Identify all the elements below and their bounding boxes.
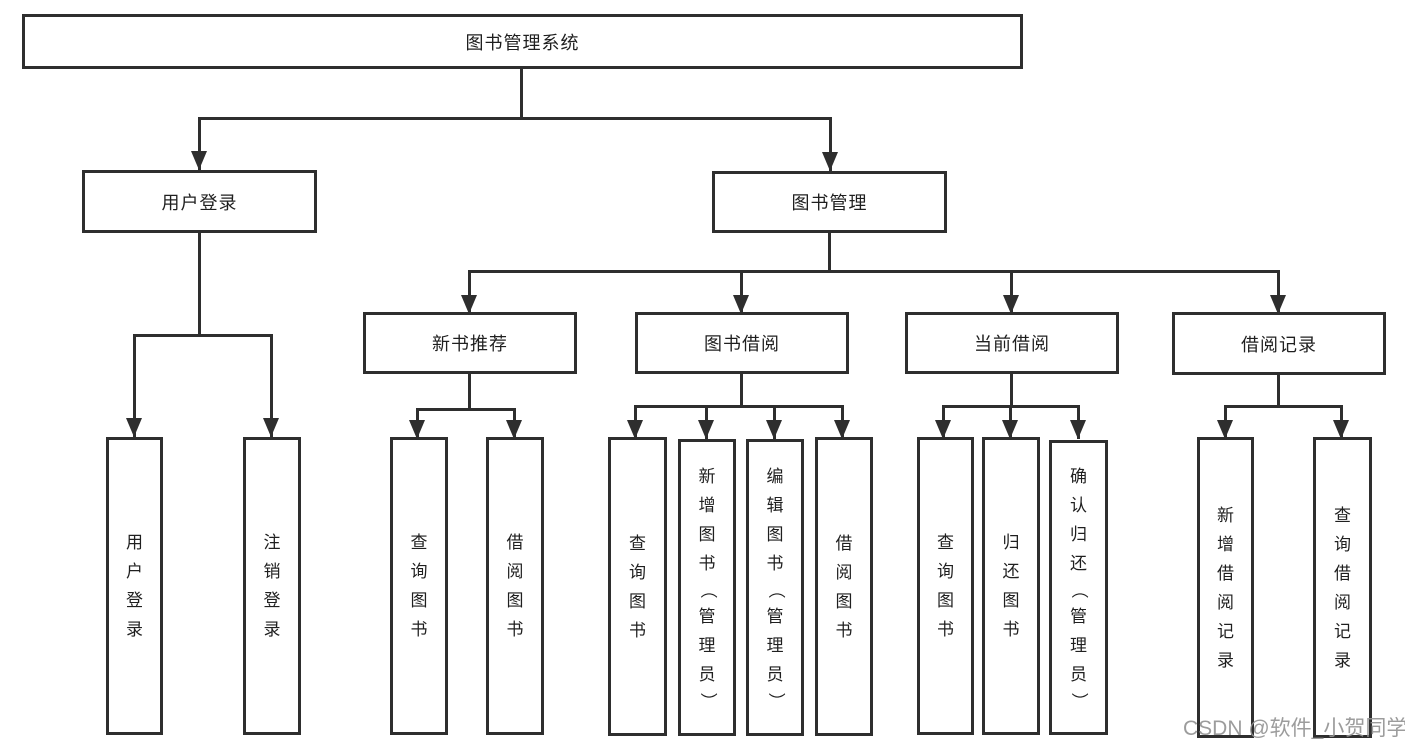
arrow-down-icon bbox=[822, 117, 838, 171]
arrow-down-icon bbox=[834, 405, 850, 439]
leaf-logout: 注销登录 bbox=[243, 437, 301, 735]
arrow-down-icon bbox=[1002, 405, 1018, 439]
node-new-book-recommend: 新书推荐 bbox=[363, 312, 577, 374]
leaf-return-books: 归还图书 bbox=[982, 437, 1040, 735]
arrow-down-icon bbox=[409, 408, 425, 439]
node-borrow-records: 借阅记录 bbox=[1172, 312, 1386, 375]
arrow-down-icon bbox=[263, 334, 279, 437]
node-book-management: 图书管理 bbox=[712, 171, 947, 233]
leaf-query-books: 查询图书 bbox=[608, 437, 667, 736]
leaf-user-login: 用户登录 bbox=[106, 437, 163, 735]
node-root: 图书管理系统 bbox=[22, 14, 1023, 69]
connector-line bbox=[198, 117, 832, 120]
leaf-query-borrow-record: 查询借阅记录 bbox=[1313, 437, 1372, 738]
arrow-down-icon bbox=[1270, 270, 1286, 314]
connector-line bbox=[133, 334, 273, 337]
arrow-down-icon bbox=[506, 408, 522, 439]
arrow-down-icon bbox=[461, 270, 477, 314]
arrow-down-icon bbox=[1003, 270, 1019, 314]
arrow-down-icon bbox=[1333, 405, 1349, 439]
arrow-down-icon bbox=[698, 405, 714, 439]
arrow-down-icon bbox=[1217, 405, 1233, 439]
node-book-borrow: 图书借阅 bbox=[635, 312, 849, 374]
leaf-borrow-books: 借阅图书 bbox=[486, 437, 544, 735]
arrow-down-icon bbox=[126, 334, 142, 437]
arrow-down-icon bbox=[766, 405, 782, 439]
arrow-down-icon bbox=[1070, 405, 1086, 439]
arrow-down-icon bbox=[935, 405, 951, 439]
connector-line bbox=[634, 405, 844, 408]
leaf-query-books: 查询图书 bbox=[390, 437, 448, 735]
arrow-down-icon bbox=[191, 117, 207, 170]
node-current-borrow: 当前借阅 bbox=[905, 312, 1119, 374]
arrow-down-icon bbox=[627, 405, 643, 439]
arrow-down-icon bbox=[733, 270, 749, 314]
connector-line bbox=[1277, 375, 1280, 408]
connector-line bbox=[520, 69, 523, 119]
connector-line bbox=[468, 374, 471, 411]
connector-line bbox=[416, 408, 516, 411]
leaf-add-borrow-record: 新增借阅记录 bbox=[1197, 437, 1254, 738]
leaf-confirm-return-admin: 确认归还（管理员） bbox=[1049, 440, 1108, 735]
connector-line bbox=[468, 270, 1280, 273]
leaf-query-books: 查询图书 bbox=[917, 437, 974, 735]
leaf-borrow-books: 借阅图书 bbox=[815, 437, 873, 736]
connector-line bbox=[198, 233, 201, 337]
connector-line bbox=[1010, 374, 1013, 408]
leaf-add-books-admin: 新增图书（管理员） bbox=[678, 439, 736, 736]
csdn-watermark: CSDN @软件_小贺同学 bbox=[1183, 717, 1405, 740]
connector-line bbox=[1224, 405, 1343, 408]
leaf-edit-books-admin: 编辑图书（管理员） bbox=[746, 439, 804, 736]
connector-line bbox=[828, 233, 831, 273]
node-user-login: 用户登录 bbox=[82, 170, 317, 233]
connector-line bbox=[740, 374, 743, 408]
